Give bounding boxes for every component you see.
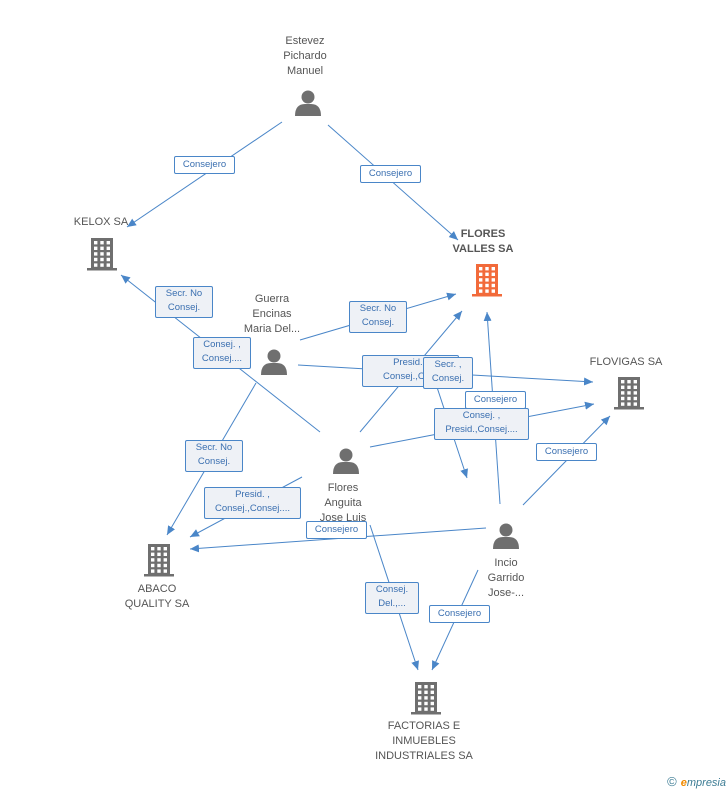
building-icon[interactable] xyxy=(87,238,117,271)
node-label-estevez[interactable]: Estevez Pichardo Manuel xyxy=(283,35,327,77)
relation-label[interactable]: Secr. No Consej. xyxy=(155,286,213,318)
relation-label[interactable]: Presid. , Consej.,Consej.... xyxy=(204,487,301,519)
node-label-flores-anguita[interactable]: Flores Anguita Jose Luis xyxy=(319,482,367,524)
relation-label[interactable]: Consejero xyxy=(536,443,597,461)
building-icon[interactable] xyxy=(472,264,502,297)
person-icon[interactable] xyxy=(295,90,321,117)
relation-label[interactable]: Consej. , Presid.,Consej.... xyxy=(434,408,529,440)
node-label-abaco[interactable]: ABACO QUALITY SA xyxy=(124,583,190,610)
node-label-kelox[interactable]: KELOX SA xyxy=(73,216,129,228)
relation-label[interactable]: Consejero xyxy=(306,521,367,539)
node-label-factorias[interactable]: FACTORIAS E INMUEBLES INDUSTRIALES SA xyxy=(375,720,473,762)
relation-label[interactable]: Consej. , Consej.... xyxy=(193,337,251,369)
node-label-incio[interactable]: Incio Garrido Jose-... xyxy=(487,557,525,599)
relation-label[interactable]: Secr. , Consej. xyxy=(423,357,473,389)
relation-label[interactable]: Consejero xyxy=(465,391,526,409)
relation-label[interactable]: Consejero xyxy=(360,165,421,183)
relation-label[interactable]: Secr. No Consej. xyxy=(349,301,407,333)
node-label-flores-valles[interactable]: FLORES VALLES SA xyxy=(452,228,514,255)
relation-label[interactable]: Consejero xyxy=(174,156,235,174)
relation-label[interactable]: Secr. No Consej. xyxy=(185,440,243,472)
node-label-guerra[interactable]: Guerra Encinas Maria Del... xyxy=(243,293,301,335)
empresia-brand: ©empresia xyxy=(667,774,726,789)
node-label-flovigas[interactable]: FLOVIGAS SA xyxy=(589,356,663,368)
brand-name: mpresia xyxy=(686,777,726,789)
edge-line xyxy=(126,121,283,228)
person-icon[interactable] xyxy=(493,523,519,550)
relation-label[interactable]: Consej. Del.,... xyxy=(365,582,419,614)
copyright-icon: © xyxy=(667,774,677,789)
building-icon[interactable] xyxy=(411,682,441,715)
brand-initial: e xyxy=(680,777,687,789)
person-icon[interactable] xyxy=(261,349,287,376)
relation-label[interactable]: Consejero xyxy=(429,605,490,623)
building-icon[interactable] xyxy=(614,377,644,410)
person-icon[interactable] xyxy=(333,448,359,475)
building-icon[interactable] xyxy=(144,544,174,577)
